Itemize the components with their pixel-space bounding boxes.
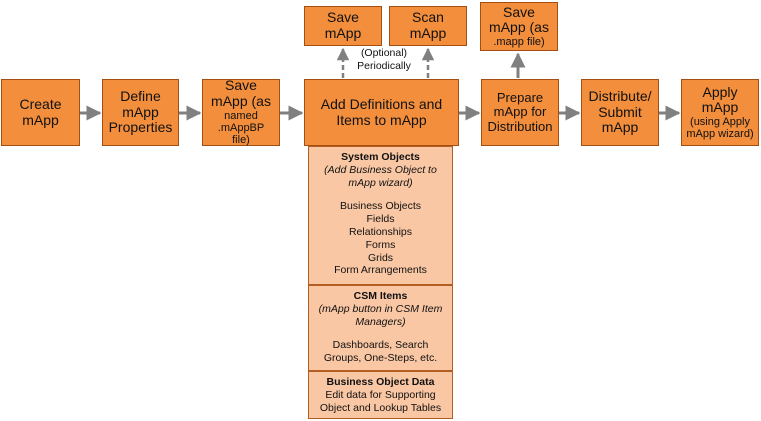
save-mapp-line-2: mApp (as [489, 19, 549, 36]
step-prepare-distribution: Prepare mApp for Distribution [481, 79, 559, 146]
bo-data-heading: Business Object Data [326, 376, 435, 388]
system-item-forms: Forms [365, 238, 396, 251]
csm-items-heading: CSM Items [353, 290, 408, 302]
note-line-1: (Optional) [360, 47, 408, 59]
step-distribute-line-3: mApp [601, 119, 639, 136]
csm-item-list: Dashboards, Search Groups, One-Steps, et… [323, 339, 438, 365]
scan-top-line-2: mApp [409, 25, 447, 41]
step-save-mappbp: Save mApp (as named .mAppBP file) [202, 77, 280, 147]
step-add-line-2: Items to mApp [336, 111, 427, 128]
step-prepare-line-1: Prepare [496, 89, 544, 105]
step-define-properties: Define mApp Properties [102, 79, 179, 146]
step-apply-line-2: mApp [701, 99, 739, 116]
step-distribute-submit: Distribute/ Submit mApp [581, 79, 659, 146]
step-define-line-3: Properties [108, 119, 173, 136]
step-save-bp-line-1: Save [225, 77, 257, 94]
step-add-line-1: Add Definitions and [320, 95, 443, 112]
system-objects-subtitle: (Add Business Object to mApp wizard) [324, 163, 437, 189]
step-define-line-1: Define [120, 87, 161, 104]
step-save-bp-line-2: mApp (as [211, 93, 271, 110]
step-prepare-line-3: Distribution [487, 118, 553, 134]
panel-system-objects: System Objects (Add Business Object to m… [308, 146, 453, 285]
step-distribute-line-2: Submit [598, 103, 642, 120]
step-scan-mapp-periodic: Scan mApp [389, 6, 467, 46]
step-distribute-line-1: Distribute/ [588, 87, 652, 104]
panel-business-object-data: Business Object Data Edit data for Suppo… [308, 371, 453, 419]
csm-items-subtitle: (mApp button in CSM Item Managers) [318, 302, 443, 328]
step-apply-line-1: Apply [702, 83, 738, 100]
step-define-line-2: mApp [122, 103, 159, 120]
step-create-mapp: Create mApp [1, 79, 80, 146]
panel-csm-items: CSM Items (mApp button in CSM Item Manag… [308, 285, 453, 371]
step-save-mapp-file: Save mApp (as .mapp file) [480, 2, 558, 51]
step-create-line-2: mApp [22, 111, 59, 128]
system-item-fields: Fields [366, 213, 395, 226]
system-objects-heading: System Objects [341, 151, 420, 163]
save-top-line-1: Save [327, 9, 359, 26]
step-create-line-1: Create [19, 95, 62, 112]
step-prepare-line-2: mApp for [493, 104, 547, 120]
step-save-mapp-periodic: Save mApp [304, 6, 382, 46]
system-item-business-objects: Business Objects [339, 200, 422, 213]
bo-data-text: Edit data for Supporting Object and Look… [319, 388, 442, 414]
scan-top-line-1: Scan [412, 9, 444, 26]
step-apply-mapp: Apply mApp (using Apply mApp wizard) [681, 79, 759, 146]
optional-periodically-note: (Optional) Periodically [346, 47, 422, 72]
save-mapp-line-3: .mapp file) [493, 36, 545, 49]
step-add-definitions: Add Definitions and Items to mApp [304, 79, 459, 146]
note-line-2: Periodically [357, 59, 411, 72]
save-top-line-2: mApp [324, 25, 362, 41]
save-mapp-line-1: Save [503, 3, 535, 20]
system-item-form-arrangements: Form Arrangements [334, 264, 427, 277]
system-item-relationships: Relationships [348, 225, 413, 238]
system-item-grids: Grids [367, 251, 394, 264]
step-save-bp-line-3: named .mAppBP file) [217, 109, 265, 147]
step-apply-line-3: (using Apply mApp wizard) [686, 115, 754, 141]
